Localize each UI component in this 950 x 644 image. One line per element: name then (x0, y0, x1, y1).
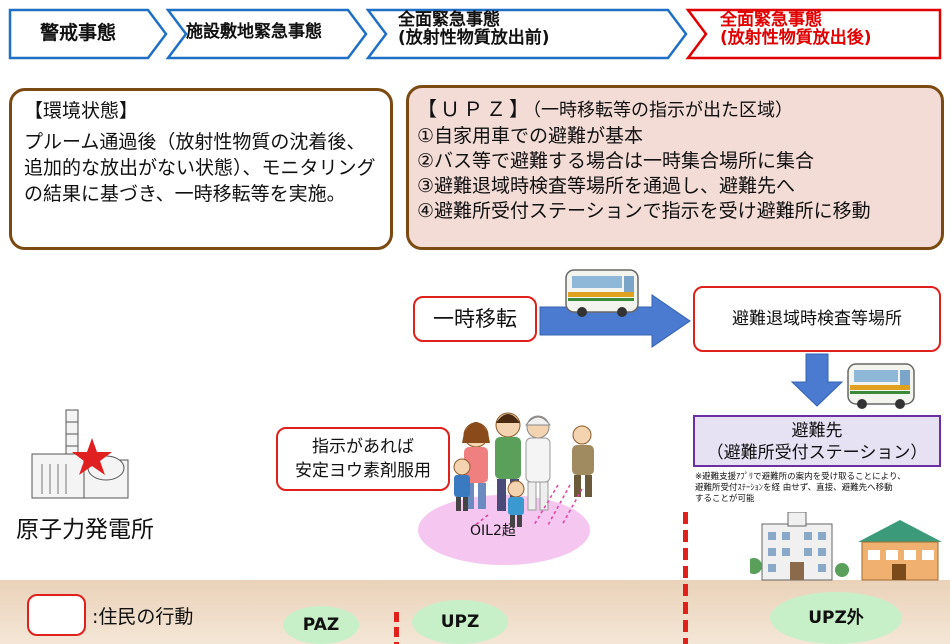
environment-title: 【環境状態】 (24, 100, 139, 122)
phase-site-emergency-shape (165, 8, 368, 60)
outside-upz-label: UPZ外 (808, 608, 864, 628)
inspection-site-label: 避難退域時検査等場所 (732, 309, 902, 329)
family-evacuation-illustration (453, 412, 594, 528)
upz-item: ①自家用車での避難が基本 (417, 125, 644, 147)
temp-relocation-box: 一時移転 (413, 296, 537, 342)
tree-icon (750, 558, 849, 577)
upz-item: ②バス等で避難する場合は一時集合場所に集合 (417, 150, 815, 172)
legend-label: :住民の行動 (92, 606, 194, 628)
phase-general-after-line2: (放射性物質放出後) (720, 27, 872, 48)
temp-relocation-label: 一時移転 (433, 307, 517, 331)
iodine-line1: 指示があれば (312, 437, 414, 457)
upz-label: UPZ (440, 612, 480, 632)
down-arrow-icon (790, 353, 844, 407)
school-building-icon (761, 512, 833, 581)
destination-box: 避難先 （避難所受付ステーション） (693, 415, 941, 467)
destination-line2: （避難所受付ステーション） (706, 443, 928, 463)
adult-woman-figure (462, 422, 490, 509)
phase-general-before: 全面緊急事態 (放射性物質放出前) (398, 10, 550, 48)
upz-zone: UPZ (412, 600, 508, 644)
upz-title: 【ＵＰＺ】（一時移転等の指示が出た区域） (417, 96, 933, 124)
app-note: ※避難支援ｱﾌﾟﾘで避難所の案内を受け取ることにより、 避難所受付ｽﾃｰｼｮﾝを… (695, 472, 947, 505)
phase-general-before-line1: 全面緊急事態 (398, 10, 500, 30)
protective-suit-figure (524, 415, 552, 511)
upz-boundary-line (683, 512, 688, 644)
phase-chevrons (8, 8, 942, 60)
environment-body: プルーム通過後（放射性物質の沈着後、追加的な放出がない状態）、モニタリングの結果… (24, 131, 376, 205)
legend-swatch (27, 594, 86, 636)
upz-title-sub: （一時移転等の指示が出た区域） (532, 100, 793, 121)
plant-windows (41, 464, 67, 494)
child-center-figure (507, 480, 525, 527)
movement-lines (472, 484, 583, 528)
note-line2: 避難所受付ｽﾃｰｼｮﾝを経 由せず、直接、避難先へ移動 (695, 483, 893, 493)
phase-general-after: 全面緊急事態 (放射性物質放出後) (720, 10, 872, 48)
note-line1: ※避難支援ｱﾌﾟﾘで避難所の案内を受け取ることにより、 (695, 472, 906, 482)
upz-instructions-box: 【ＵＰＺ】（一時移転等の指示が出た区域） ①自家用車での避難が基本 ②バス等で避… (406, 85, 944, 250)
iodine-box: 指示があれば 安定ヨウ素剤服用 (276, 427, 450, 491)
phase-general-after-line1: 全面緊急事態 (720, 10, 822, 30)
inspection-site-box: 避難退域時検査等場所 (693, 286, 941, 352)
upz-item: ④避難所受付ステーションで指示を受け避難所に移動 (417, 200, 871, 222)
paz-label: PAZ (302, 615, 340, 635)
plant-label: 原子力発電所 (16, 517, 154, 543)
oil-label: OIL2超 (470, 523, 516, 539)
plant-tower (65, 409, 79, 463)
plant-star-icon (72, 438, 112, 475)
environment-box: 【環境状態】 プルーム通過後（放射性物質の沈着後、追加的な放出がない状態）、モニ… (9, 88, 393, 250)
paz-zone: PAZ (283, 606, 359, 644)
phase-site-emergency: 施設敷地緊急事態 (186, 22, 322, 42)
shelter-buildings (750, 512, 942, 581)
community-hall-icon (858, 520, 942, 581)
nuclear-plant-illustration (31, 409, 129, 499)
phase-warning-shape (8, 8, 168, 60)
elderly-figure (572, 425, 594, 497)
iodine-line2: 安定ヨウ素剤服用 (295, 461, 431, 481)
bus-icon (565, 269, 639, 317)
phase-general-before-line2: (放射性物質放出前) (398, 27, 550, 48)
upz-title-head: 【ＵＰＺ】 (417, 97, 532, 121)
phase-general-after-shape (685, 8, 942, 60)
outside-upz-zone: UPZ外 (770, 592, 902, 644)
note-line3: することが可能 (695, 494, 755, 504)
phase-general-before-shape (365, 8, 688, 60)
phase-warning: 警戒事態 (40, 22, 117, 44)
paz-boundary-line (394, 612, 399, 644)
bus-icon (847, 363, 915, 409)
upz-item: ③避難退域時検査等場所を通過し、避難先へ (417, 175, 796, 197)
child-left-figure (453, 458, 471, 511)
destination-line1: 避難先 (791, 421, 843, 441)
